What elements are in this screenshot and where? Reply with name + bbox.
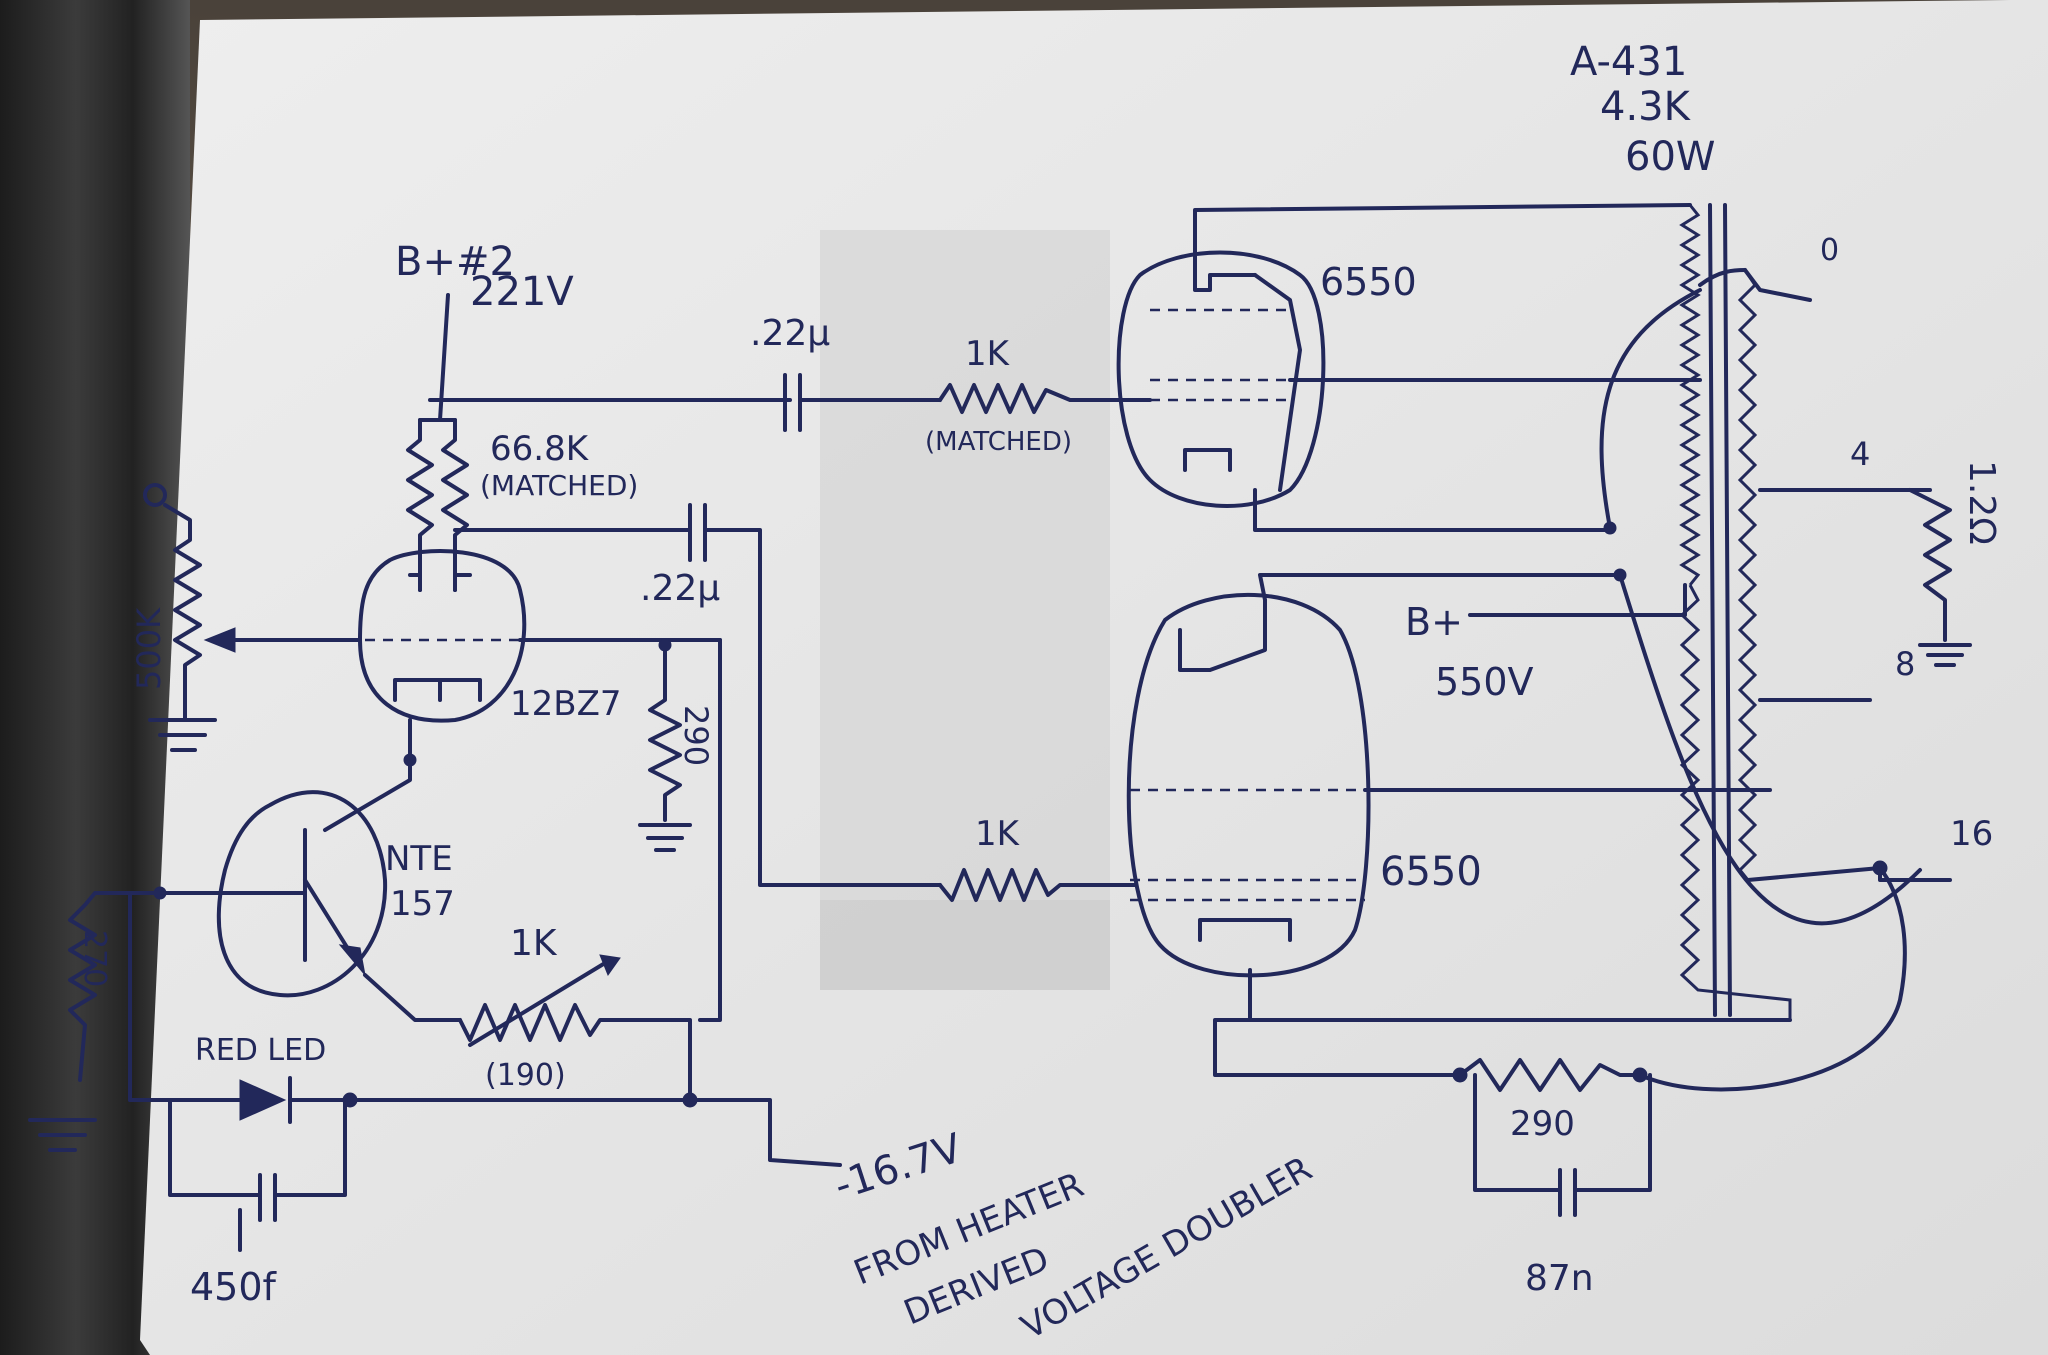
coupling-cap-bottom-label: .22μ: [640, 568, 720, 609]
red-led: [128, 891, 842, 1252]
output-wiring: [1193, 203, 1952, 926]
driver-tube-12bz7: [358, 549, 527, 762]
driver-cathode-resistor: [518, 638, 722, 1022]
transistor-label-line1: NTE: [385, 839, 453, 879]
output-cathode-cap-label: 87n: [1525, 1258, 1594, 1299]
led-label: RED LED: [195, 1033, 326, 1068]
output-cathode-network: [1213, 866, 1907, 1217]
output-tube-bottom-label: 6550: [1380, 849, 1482, 895]
grid-stopper-bottom-resistor: [938, 868, 1127, 902]
tap-16-label: 16: [1950, 814, 1993, 854]
driver-cathode-resistor-label: 290: [677, 705, 715, 766]
load-resistor-label: 1.2Ω: [1961, 460, 2002, 545]
transformer-model: A-431: [1570, 39, 1687, 85]
transistor-label-line2: 157: [390, 884, 455, 924]
driver-tube-label: 12BZ7: [510, 684, 622, 724]
tape-shadow: [820, 900, 1110, 990]
plate-resistor-value: 66.8K: [490, 429, 590, 469]
bplus-voltage: 550V: [1435, 660, 1534, 704]
tap-4-label: 4: [1850, 435, 1870, 473]
transformer-power: 60W: [1625, 134, 1715, 180]
bplus2-label: B+#2: [395, 239, 515, 285]
tap-0-label: 0: [1820, 233, 1839, 268]
coupling-cap-top-label: .22μ: [750, 313, 830, 354]
grid-stopper-top-note: (MATCHED): [925, 427, 1072, 457]
grid-stopper-bottom-label: 1K: [975, 814, 1021, 854]
trim-note: (190): [485, 1058, 566, 1093]
tap-8-label: 8: [1895, 645, 1915, 683]
output-cathode-resistor-label: 290: [1510, 1104, 1575, 1144]
coupling-cap-bottom: [453, 503, 942, 887]
bplus2-rail: [428, 293, 792, 422]
transistor-nte157: [153, 753, 462, 1022]
trim-resistor-1k: [458, 954, 692, 1102]
pot-500k: [143, 483, 362, 752]
grid-stopper-top-label: 1K: [965, 334, 1011, 374]
base-resistor-label: 270: [77, 930, 112, 987]
bplus2-voltage: 221V: [470, 269, 574, 315]
trim-label: 1K: [510, 923, 558, 964]
output-tube-top: [1116, 250, 1702, 508]
output-transformer: [1679, 203, 1932, 1020]
plate-resistor-note: (MATCHED): [480, 469, 638, 502]
tape-strip: [820, 230, 1110, 990]
grid-stopper-top-resistor: [938, 383, 1122, 414]
led-cap-label: 450f: [190, 1265, 278, 1309]
load-resistor: [1908, 488, 1972, 667]
coupling-cap-top: [783, 373, 942, 432]
pot-label: 500K: [130, 607, 168, 690]
base-resistor-270: [28, 891, 162, 1152]
bplus-label: B+: [1405, 600, 1463, 644]
output-tube-top-label: 6550: [1320, 260, 1417, 304]
transformer-impedance: 4.3K: [1600, 84, 1692, 130]
